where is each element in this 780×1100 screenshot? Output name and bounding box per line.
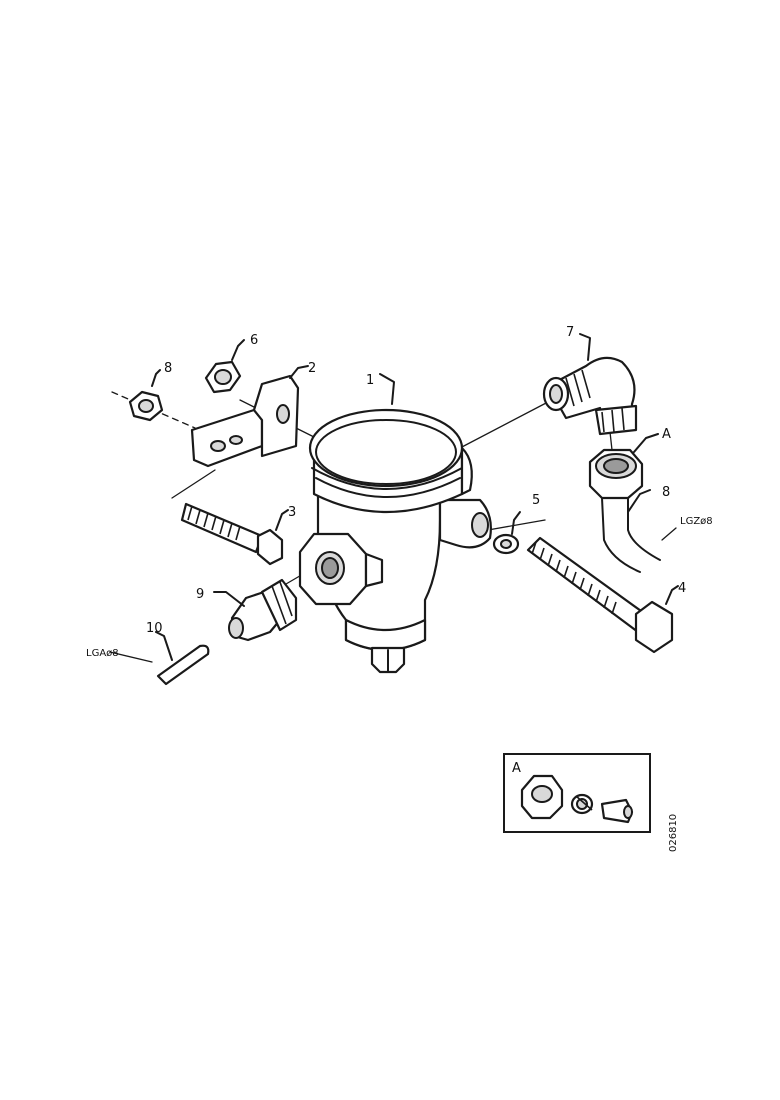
nut-part-6 — [204, 339, 245, 394]
nut-part-8-left — [128, 369, 164, 422]
detail-inset-A — [503, 753, 651, 833]
pipe-label-right: LGZø8 — [680, 516, 713, 527]
bolt-part-4 — [526, 536, 679, 654]
callout-2: 2 — [308, 361, 316, 376]
pipe-part-8-right — [601, 489, 677, 573]
callout-3: 3 — [288, 505, 296, 520]
pipe-label-left: LGAø8 — [86, 648, 119, 659]
callout-8-right: 8 — [662, 485, 670, 500]
inlet-fitting-part-9 — [213, 578, 298, 642]
callout-9: 9 — [196, 587, 204, 602]
inset-label: A — [512, 761, 521, 776]
tube-part-10 — [109, 631, 210, 686]
callout-6: 6 — [250, 333, 258, 348]
callout-A: A — [662, 427, 671, 442]
callout-10: 10 — [146, 621, 163, 636]
callout-7: 7 — [566, 325, 574, 340]
bracket-part-2 — [190, 365, 309, 468]
elbow-fitting-part-7 — [542, 333, 638, 436]
callout-labels: 1 2 3 4 5 6 7 8 8 9 10 A LGZø8 LGAø8 A 0… — [86, 325, 713, 852]
bolt-part-3 — [180, 502, 289, 566]
filter-housing-part-1 — [298, 373, 492, 674]
washer-part-5 — [492, 511, 521, 555]
callout-4: 4 — [678, 581, 686, 596]
union-nut-A — [588, 433, 659, 500]
callout-8-left: 8 — [164, 361, 172, 376]
callout-5: 5 — [532, 493, 540, 508]
callout-1: 1 — [366, 373, 374, 388]
figure-code: 026810 — [668, 814, 679, 852]
